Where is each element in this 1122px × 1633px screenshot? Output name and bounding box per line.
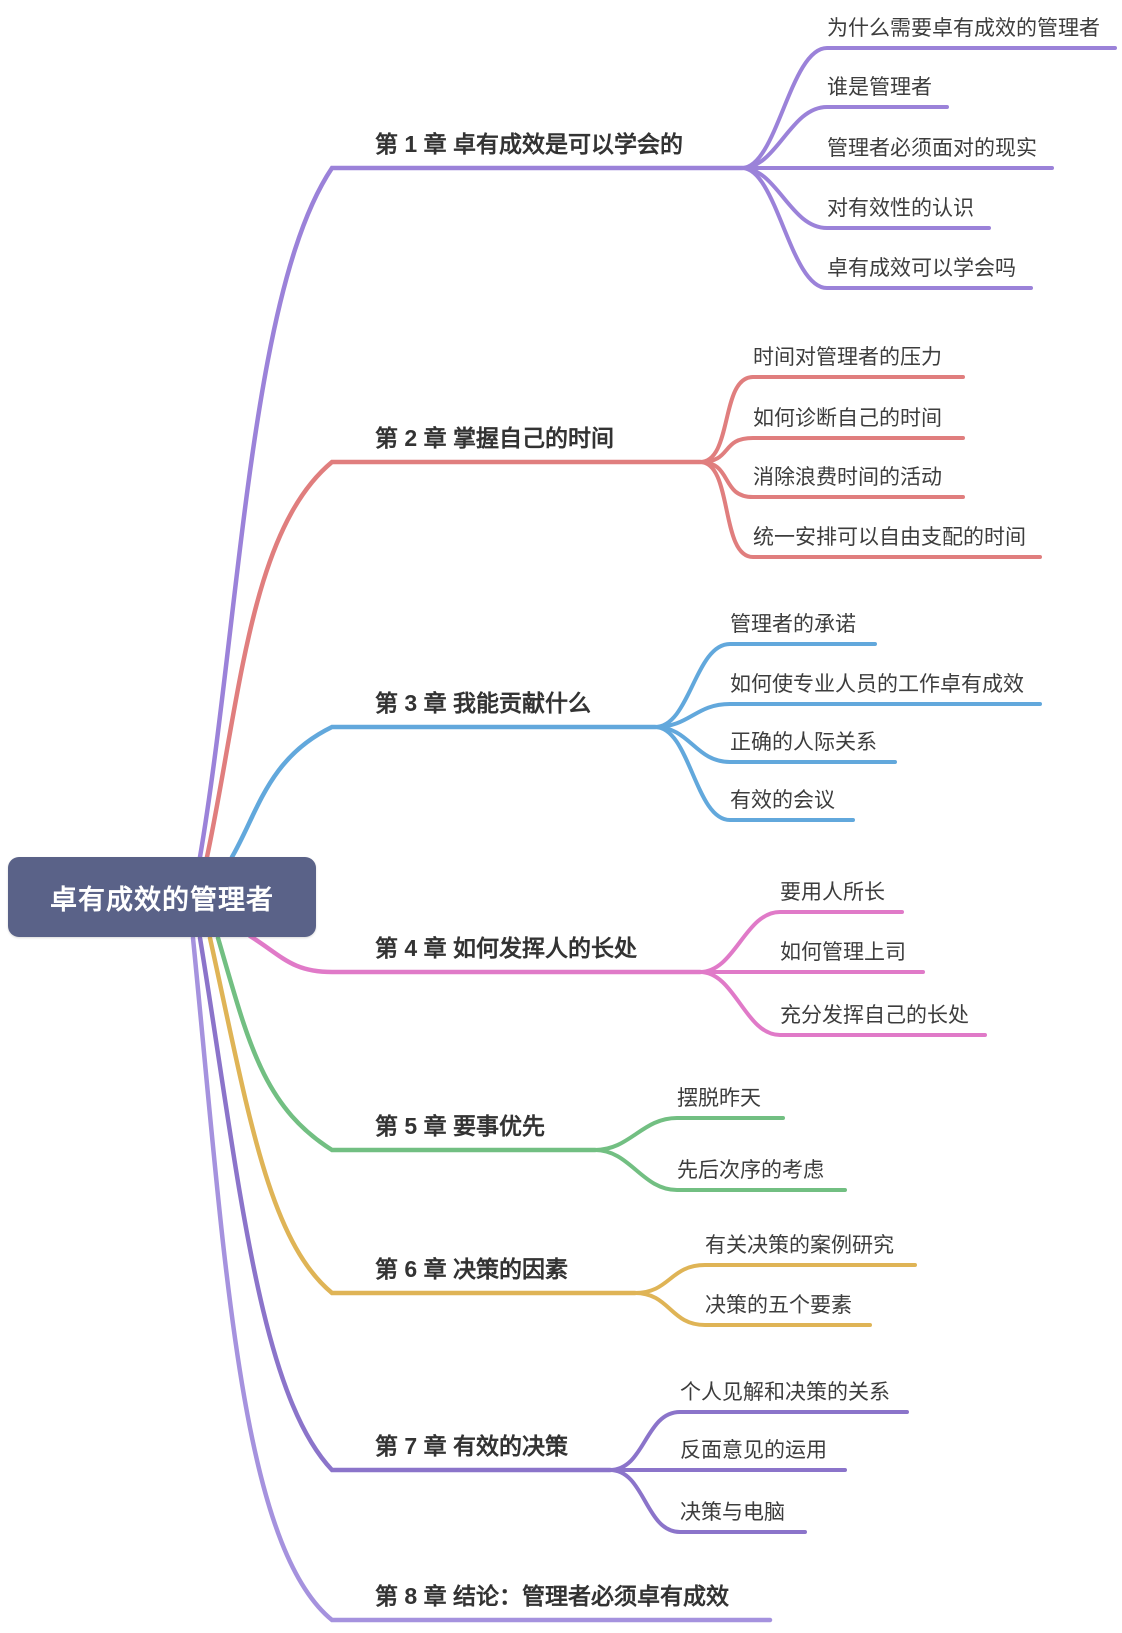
branch-1-child-1-line bbox=[740, 46, 1117, 170]
branch-7-child-3-line bbox=[608, 1468, 807, 1534]
branch-3-lines bbox=[229, 642, 1042, 860]
subtopic-ch4-2[interactable]: 如何管理上司 bbox=[780, 941, 906, 964]
branch-8-main-line bbox=[190, 935, 773, 1623]
branch-6-child-1-line bbox=[633, 1263, 917, 1295]
branch-2-child-4-line bbox=[698, 460, 1042, 559]
subtopic-ch3-3[interactable]: 正确的人际关系 bbox=[730, 731, 877, 754]
branch-2-main-line bbox=[204, 459, 703, 860]
subtopic-ch1-2[interactable]: 谁是管理者 bbox=[827, 76, 932, 99]
topic-chapter-8[interactable]: 第 8 章 结论：管理者必须卓有成效 bbox=[375, 1583, 729, 1609]
topic-chapter-3[interactable]: 第 3 章 我能贡献什么 bbox=[375, 690, 591, 716]
subtopic-ch5-1[interactable]: 摆脱昨天 bbox=[677, 1087, 761, 1110]
root-topic[interactable]: 卓有成效的管理者 bbox=[8, 857, 316, 937]
branch-1-child-2-line bbox=[740, 105, 949, 170]
subtopic-ch3-4[interactable]: 有效的会议 bbox=[730, 789, 835, 812]
branch-3-child-4-line bbox=[653, 725, 855, 822]
subtopic-ch6-1[interactable]: 有关决策的案例研究 bbox=[705, 1234, 894, 1257]
subtopic-ch7-2[interactable]: 反面意见的运用 bbox=[680, 1439, 827, 1462]
branch-4-child-3-line bbox=[698, 970, 987, 1037]
topic-chapter-5[interactable]: 第 5 章 要事优先 bbox=[375, 1113, 545, 1139]
branch-4-child-1-line bbox=[698, 910, 904, 974]
branch-7-child-1-line bbox=[608, 1410, 909, 1472]
subtopic-ch6-2[interactable]: 决策的五个要素 bbox=[705, 1294, 852, 1317]
branch-1-child-5-line bbox=[740, 166, 1033, 290]
branch-5-child-1-line bbox=[593, 1116, 785, 1152]
branch-5-main-line bbox=[215, 935, 598, 1153]
root-topic-label: 卓有成效的管理者 bbox=[50, 884, 274, 915]
branch-2-child-1-line bbox=[698, 375, 965, 464]
branch-5-child-2-line bbox=[593, 1148, 847, 1192]
branch-5-lines bbox=[215, 935, 847, 1192]
subtopic-ch4-1[interactable]: 要用人所长 bbox=[780, 881, 885, 904]
branch-6-child-2-line bbox=[633, 1291, 872, 1327]
subtopic-ch1-5[interactable]: 卓有成效可以学会吗 bbox=[827, 257, 1016, 280]
branch-2-lines bbox=[204, 375, 1042, 860]
subtopic-ch1-3[interactable]: 管理者必须面对的现实 bbox=[827, 137, 1037, 160]
branch-1-main-line bbox=[197, 165, 745, 860]
topic-chapter-7[interactable]: 第 7 章 有效的决策 bbox=[375, 1433, 568, 1459]
branch-7-main-line bbox=[197, 935, 613, 1473]
topic-chapter-1[interactable]: 第 1 章 卓有成效是可以学会的 bbox=[375, 131, 683, 157]
branch-7-lines bbox=[197, 935, 909, 1534]
subtopic-ch2-2[interactable]: 如何诊断自己的时间 bbox=[753, 407, 942, 430]
branch-6-main-line bbox=[207, 935, 638, 1296]
subtopic-ch2-1[interactable]: 时间对管理者的压力 bbox=[753, 346, 942, 369]
branch-8-lines bbox=[190, 935, 773, 1623]
subtopic-ch1-1[interactable]: 为什么需要卓有成效的管理者 bbox=[827, 17, 1100, 40]
subtopic-ch7-1[interactable]: 个人见解和决策的关系 bbox=[680, 1381, 890, 1404]
topic-chapter-6[interactable]: 第 6 章 决策的因素 bbox=[375, 1256, 568, 1282]
branch-2-child-2-line bbox=[698, 436, 965, 464]
subtopic-ch7-3[interactable]: 决策与电脑 bbox=[680, 1501, 785, 1524]
subtopic-ch2-3[interactable]: 消除浪费时间的活动 bbox=[753, 466, 942, 489]
branch-3-child-2-line bbox=[653, 702, 1042, 729]
subtopic-ch4-3[interactable]: 充分发挥自己的长处 bbox=[780, 1004, 969, 1027]
branch-4-lines bbox=[247, 910, 987, 1037]
subtopic-ch5-2[interactable]: 先后次序的考虑 bbox=[677, 1159, 824, 1182]
branch-4-main-line bbox=[247, 933, 703, 975]
subtopic-ch1-4[interactable]: 对有效性的认识 bbox=[827, 197, 974, 220]
branch-1-lines bbox=[197, 46, 1117, 860]
branch-6-lines bbox=[207, 935, 917, 1327]
topic-chapter-4[interactable]: 第 4 章 如何发挥人的长处 bbox=[375, 935, 637, 961]
subtopic-ch2-4[interactable]: 统一安排可以自由支配的时间 bbox=[753, 526, 1026, 549]
branch-3-main-line bbox=[229, 724, 658, 860]
subtopic-ch3-1[interactable]: 管理者的承诺 bbox=[730, 613, 856, 636]
topic-chapter-2[interactable]: 第 2 章 掌握自己的时间 bbox=[375, 425, 614, 451]
branch-3-child-1-line bbox=[653, 642, 877, 729]
subtopic-ch3-2[interactable]: 如何使专业人员的工作卓有成效 bbox=[730, 673, 1024, 696]
